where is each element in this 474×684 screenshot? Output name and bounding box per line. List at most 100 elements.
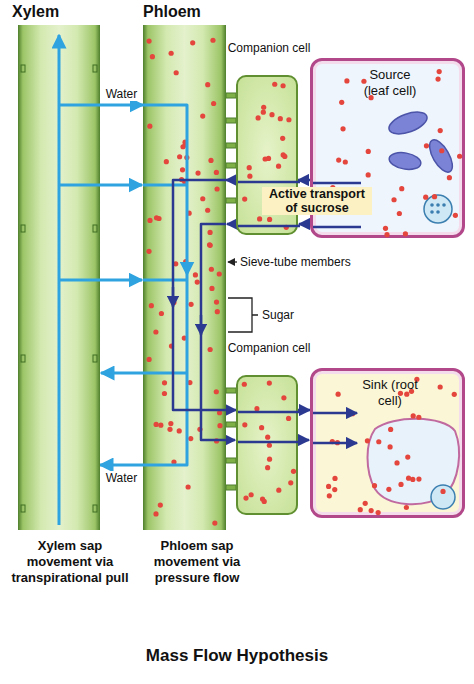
sugar-molecule: [215, 309, 220, 314]
sucrose-flow-arrow: [226, 409, 236, 412]
sugar-molecule: [267, 380, 272, 385]
flow-arrow: [313, 226, 361, 229]
sugar-molecule: [288, 480, 293, 485]
cell-contents: [143, 25, 226, 530]
water-arrow: [100, 279, 142, 282]
sugar-molecule: [200, 196, 205, 201]
cell-label: Companion cell: [227, 41, 311, 56]
column-heading: Xylem: [12, 2, 59, 22]
sugar-molecule: [214, 186, 219, 191]
sugar-molecule: [416, 415, 421, 420]
sugar-molecule: [339, 100, 344, 105]
sugar-molecule: [150, 54, 155, 59]
sugar-molecule: [147, 218, 152, 223]
sugar-molecule: [169, 51, 174, 56]
sugar-molecule: [416, 476, 421, 481]
sugar-molecule: [280, 136, 285, 141]
plasmodesma: [226, 485, 236, 490]
sugar-molecule: [387, 444, 392, 449]
sugar-molecule: [193, 272, 198, 277]
sugar-molecule: [267, 457, 272, 462]
sugar-molecule: [365, 438, 370, 443]
sugar-molecule: [439, 148, 444, 153]
sugar-molecule: [281, 152, 286, 157]
sugar-molecule: [399, 186, 404, 191]
figure-caption: Mass Flow Hypothesis: [0, 646, 474, 666]
cell-label: Source (leaf cell): [360, 67, 420, 99]
flow-arrow: [172, 287, 175, 307]
part-label: Sugar: [262, 308, 294, 322]
nucleolus-dot: [430, 210, 434, 214]
plasmodesmata: [226, 93, 236, 490]
sugar-molecule: [180, 167, 185, 172]
plasmodesma: [226, 163, 236, 168]
sugar-molecule: [164, 159, 169, 164]
water-arrow: [101, 372, 143, 375]
nucleus: [424, 195, 452, 223]
flow-arrow: [59, 279, 100, 282]
sugar-molecule: [256, 115, 261, 120]
sugar-molecule: [209, 267, 214, 272]
sugar-molecule: [243, 495, 248, 500]
sugar-molecule: [195, 280, 200, 285]
sucrose-arrow: [299, 223, 310, 226]
flow-arrow: [238, 181, 300, 184]
wall-pit: [21, 225, 25, 232]
sugar-molecule: [438, 128, 443, 133]
sugar-molecule: [435, 76, 440, 81]
sugar-molecule: [261, 105, 266, 110]
sugar-molecule: [254, 406, 259, 411]
sugar-molecule: [267, 443, 272, 448]
sugar-molecule: [162, 391, 167, 396]
plasmodesma: [226, 388, 236, 393]
cell-contents: [18, 25, 100, 530]
flow-arrow: [143, 275, 187, 465]
sugar-molecule: [280, 83, 285, 88]
sugar-molecule: [146, 357, 151, 362]
sucrose-arrow: [227, 223, 236, 226]
sugar-molecule: [281, 395, 286, 400]
sucrose-flow-arrow: [226, 179, 236, 182]
sugar-molecule: [205, 82, 210, 87]
chloroplast: [388, 150, 422, 171]
sugar-molecule: [186, 484, 191, 489]
chloroplast: [425, 136, 457, 175]
plasmodesma: [226, 198, 236, 203]
sugar-molecule: [376, 439, 381, 444]
sugar-molecule: [424, 143, 429, 148]
sugar-molecule: [249, 492, 254, 497]
sugar-molecule: [177, 154, 182, 159]
sugar-molecule: [208, 158, 213, 163]
sugar-molecule: [363, 501, 368, 506]
flow-arrow: [200, 315, 203, 335]
plasmodesma: [226, 458, 236, 463]
companion-cell: Companion cell: [236, 375, 298, 515]
sink-cell: Sink (root cell): [310, 368, 465, 518]
cell-label: Sink (root cell): [362, 377, 418, 409]
column-caption: Xylem sap movement via transpirational p…: [10, 538, 130, 586]
sugar-molecule: [162, 380, 167, 385]
sugar-molecule: [188, 302, 193, 307]
flow-arrow: [238, 225, 300, 228]
sugar-molecule: [146, 38, 151, 43]
flow-arrow: [143, 279, 187, 282]
sugar-molecule: [343, 159, 348, 164]
sugar-molecule: [212, 520, 217, 525]
flow-arrow: [238, 441, 300, 444]
flow-arrow: [238, 411, 300, 414]
sugar-molecule: [205, 208, 210, 213]
sugar-molecule: [269, 112, 274, 117]
sugar-molecule: [440, 489, 445, 494]
cell-contents: [238, 377, 300, 517]
sugar-molecule: [276, 164, 281, 169]
plasmodesma: [226, 93, 236, 98]
sugar-molecule: [388, 427, 393, 432]
sugar-molecule: [332, 476, 337, 481]
sugar-molecule: [262, 499, 267, 504]
sugar-molecule: [437, 69, 442, 74]
wall-pit: [93, 505, 97, 512]
sugar-molecule: [452, 392, 457, 397]
sugar-molecule: [394, 460, 399, 465]
sugar-molecule: [190, 40, 195, 45]
sugar-molecule: [404, 505, 409, 510]
